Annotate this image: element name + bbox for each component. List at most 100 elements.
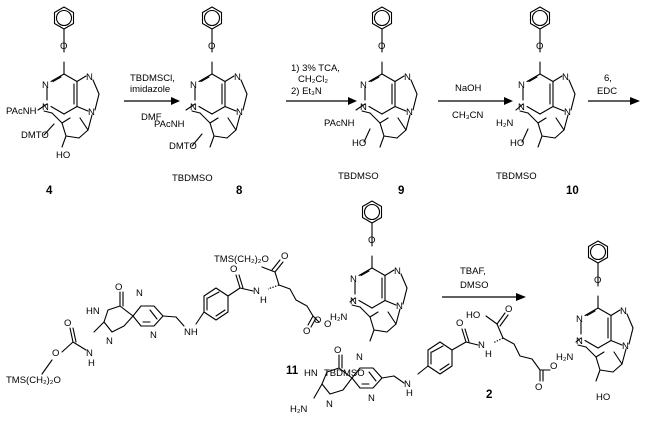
atom-H2N-c2: H₂N: [556, 352, 574, 363]
atom-O-ester-c2: O: [550, 361, 557, 372]
atom-N3-c10: N: [518, 102, 525, 113]
atom-H2N-c10: H₂N: [496, 118, 514, 129]
reaction-arrow-4: [588, 97, 640, 105]
compound-number-4: 4: [46, 185, 53, 197]
atom-N1-c2: N: [576, 314, 583, 325]
atom-PAcNH-c4: PAcNH: [6, 106, 37, 117]
atom-O-amide-c2: O: [456, 318, 463, 329]
atom-N9-c4: N: [88, 107, 95, 118]
atom-O-5prime-c11: O: [324, 319, 331, 330]
atom-TBDMSO-c10: TBDMSO: [496, 171, 537, 182]
atom-DMTO-c8: DMTO: [169, 141, 197, 152]
reaction-arrow-5: [442, 293, 526, 301]
arrow-5-solvent: DMSO: [460, 280, 489, 291]
atom-N8-c2: N: [368, 393, 375, 404]
atom-N9-c9: N: [406, 107, 413, 118]
atom-N7-c10: N: [562, 72, 569, 83]
arrow-2-reagent-3: 2) Et₃N: [291, 86, 322, 97]
atom-N9-c11: N: [396, 301, 403, 312]
arrow-2-reagent-2: CH₂Cl₂: [298, 74, 328, 85]
atom-TBDMSO-c8: TBDMSO: [172, 173, 213, 184]
arrow-4-reagent-2: EDC: [597, 86, 617, 97]
compound-2-structure: O N N N N H₂N HO O O O HO N H O: [290, 240, 634, 415]
atom-O6-c4: O: [60, 41, 67, 52]
compound-8-structure: O N N N N PAcNH DMTO TBDMSO: [154, 6, 248, 184]
atom-N1-pterin-c2: N: [326, 399, 333, 410]
atom-HO-c9: HO: [352, 138, 366, 149]
atom-NH-aniline-c11: NH: [184, 327, 198, 338]
atom-H2N-c11: H₂N: [330, 312, 348, 323]
atom-O-ester-carbonyl-c2: O: [535, 382, 542, 393]
atom-O6-c10: O: [536, 41, 543, 52]
atom-HO-c4: HO: [56, 150, 70, 161]
atom-PAcNH-c9: PAcNH: [324, 118, 355, 129]
atom-HN3-c2: HN: [304, 368, 318, 379]
compound-9-structure: O N N N N PAcNH HO TBDMSO: [324, 6, 418, 182]
atom-N5-c11: N: [136, 288, 143, 299]
atom-HO-acid-c2: HO: [466, 310, 480, 321]
atom-N3-c4: N: [42, 102, 49, 113]
compound-number-2: 2: [486, 389, 492, 401]
compound-number-8: 8: [236, 185, 243, 197]
atom-N5-c2: N: [356, 352, 363, 363]
compound-4-structure: O N N N N PAcNH DMTO HO: [6, 6, 100, 161]
arrow-3-reagent: NaOH: [455, 83, 482, 94]
atom-DMTO-c4: DMTO: [21, 130, 49, 141]
atom-PAcNH-c8: PAcNH: [154, 119, 185, 130]
compound-number-10: 10: [566, 185, 579, 197]
atom-N1-pterin-c11: N: [106, 336, 113, 347]
atom-O-amide-c11: O: [230, 264, 237, 275]
arrow-1-reagent-2: imidazole: [130, 84, 170, 95]
arrow-5-reagent: TBAF,: [460, 266, 486, 277]
atom-O-acid-carbonyl-c11: O: [281, 251, 288, 262]
atom-O4-c11: O: [115, 282, 122, 293]
atom-H-carbamate-c11: H: [88, 358, 95, 369]
reaction-arrow-3: [438, 97, 513, 105]
atom-NH-carbamate-c11: N: [86, 348, 93, 359]
atom-N9-c10: N: [564, 107, 571, 118]
atom-N3-c8: N: [190, 102, 197, 113]
atom-TBDMSO-c9: TBDMSO: [338, 171, 379, 182]
atom-N1-c4: N: [42, 80, 49, 91]
atom-N7-c9: N: [404, 72, 411, 83]
atom-O-acid-carbonyl-c2: O: [505, 304, 512, 315]
compound-10-structure: O N N N N H₂N HO TBDMSO: [496, 6, 576, 182]
atom-N1-c8: N: [190, 80, 197, 91]
atom-N1-c9: N: [360, 80, 367, 91]
compound-number-9: 9: [398, 185, 404, 197]
atom-TMS-carbamate-c11: TMS(CH₂)₂O: [6, 375, 61, 386]
compound-number-11: 11: [286, 365, 299, 377]
atom-O6-c2: O: [594, 275, 601, 286]
atom-N9-c2: N: [622, 341, 629, 352]
atom-N7-c2: N: [620, 306, 627, 317]
atom-N7-c4: N: [86, 72, 93, 83]
atom-TMS-ester-c11: TMS(CH₂)₂O: [214, 254, 269, 265]
atom-O-ester-carbonyl-c11: O: [303, 326, 310, 337]
atom-NH-amide-c2: N: [478, 340, 485, 351]
atom-N3-c9: N: [360, 102, 367, 113]
atom-H2N-pterin-c2: H₂N: [290, 404, 308, 415]
atom-HN3-c11: HN: [86, 306, 100, 317]
atom-HO-c10: HO: [510, 138, 524, 149]
atom-O6-c8: O: [208, 41, 215, 52]
reaction-arrow-1: [124, 97, 180, 105]
atom-N9-c8: N: [236, 107, 243, 118]
atom-O4-c2: O: [334, 345, 341, 356]
atom-HO-c2: HO: [596, 392, 610, 403]
arrow-4-reagent-1: 6,: [604, 73, 612, 84]
atom-N3-c2: N: [576, 336, 583, 347]
atom-N7-c11: N: [394, 266, 401, 277]
atom-TBDMSO-c11: TBDMSO: [324, 368, 365, 379]
arrow-3-solvent: CH₃CN: [452, 110, 483, 121]
arrow-2-reagent-1: 1) 3% TCA,: [291, 63, 340, 74]
atom-O-carbamate-carbonyl-c11: O: [64, 318, 71, 329]
atom-H-amide-c2: H: [485, 349, 492, 360]
reaction-arrow-2: [286, 97, 357, 105]
atom-N1-c11: N: [350, 274, 357, 285]
atom-O6-c11: O: [368, 235, 375, 246]
atom-NH-aniline-c2: N: [404, 379, 411, 390]
atom-N1-c10: N: [518, 80, 525, 91]
atom-H-aniline-c2: H: [406, 388, 413, 399]
atom-O6-c9: O: [378, 41, 385, 52]
